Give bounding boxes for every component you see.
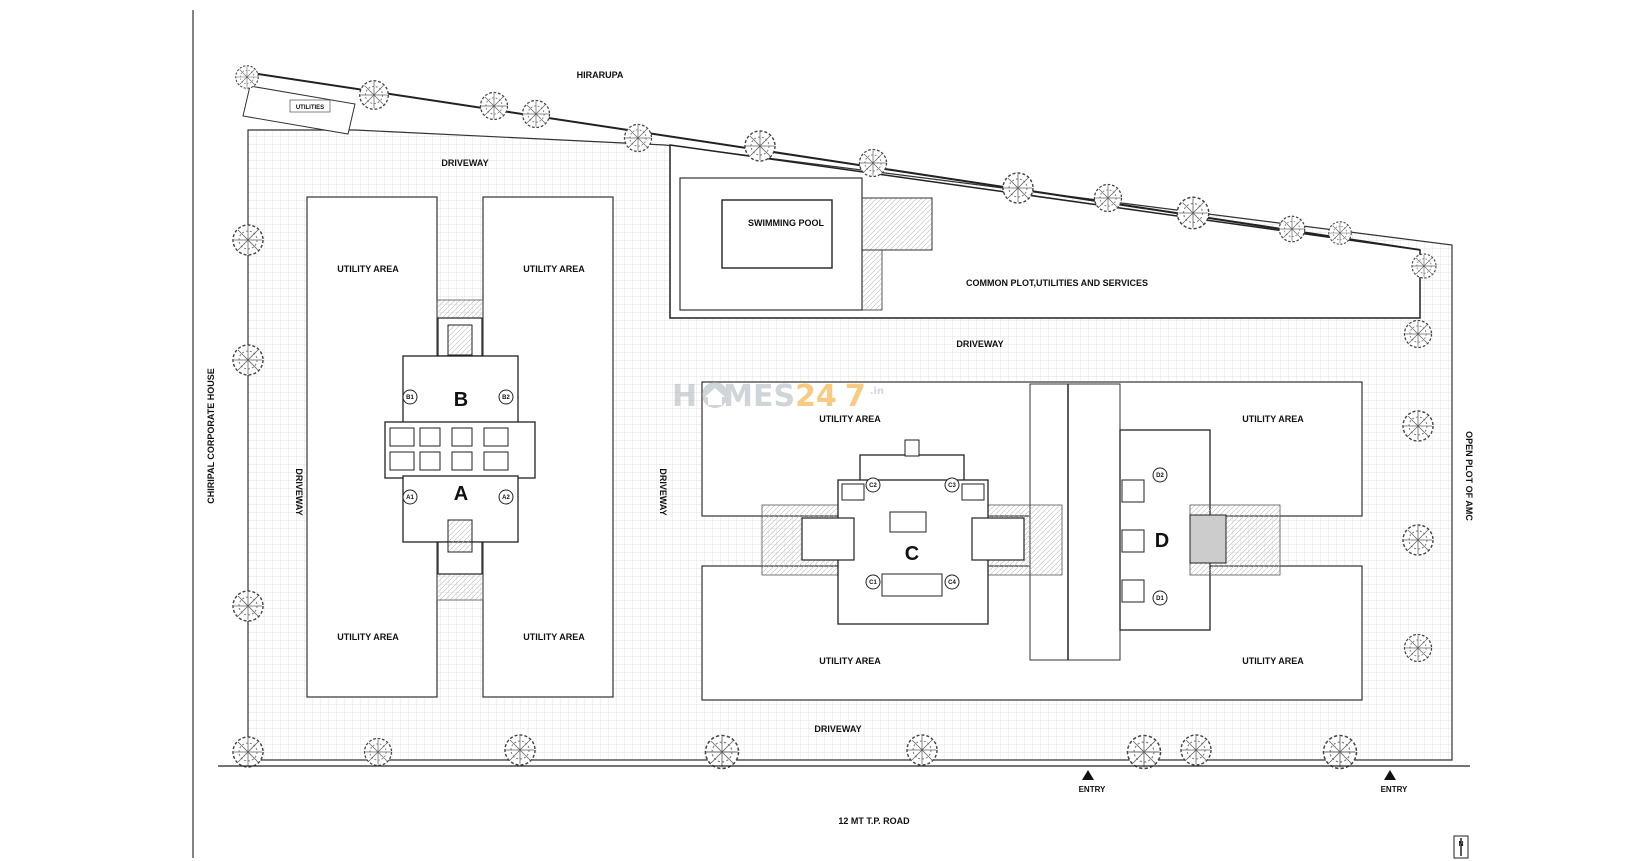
watermark-part1: H bbox=[672, 379, 697, 414]
north-arrow-icon: N bbox=[1453, 835, 1469, 859]
svg-text:A2: A2 bbox=[502, 495, 510, 501]
road-south-label: 12 MT T.P. ROAD bbox=[838, 816, 910, 826]
road-north-label: HIRARUPA bbox=[577, 70, 624, 80]
tower-c bbox=[761, 439, 1063, 625]
swimming-pool bbox=[679, 177, 933, 311]
unit-tag-d1: D1 bbox=[1152, 590, 1168, 606]
svg-text:B1: B1 bbox=[406, 395, 414, 401]
north-boundary-line bbox=[244, 71, 1421, 251]
swimming-pool-label: SWIMMING POOL bbox=[748, 218, 824, 228]
block-b-label: B bbox=[454, 389, 468, 411]
unit-tag-a1: A1 bbox=[402, 489, 418, 505]
common-plot-label: COMMON PLOT,UTILITIES AND SERVICES bbox=[966, 278, 1148, 288]
driveway-label-middle: DRIVEWAY bbox=[956, 339, 1003, 349]
unit-tag-c3: C3 bbox=[944, 477, 960, 493]
svg-text:B2: B2 bbox=[502, 395, 510, 401]
block-c-label: C bbox=[905, 543, 919, 565]
driveway-label-west: DRIVEWAY bbox=[294, 468, 304, 515]
watermark-part3: 24 bbox=[795, 379, 837, 414]
watermark-part2: MES bbox=[723, 379, 795, 414]
utility-area-label-8: UTILITY AREA bbox=[1242, 656, 1304, 666]
utility-area-label-2: UTILITY AREA bbox=[523, 264, 585, 274]
utility-area-label-1: UTILITY AREA bbox=[337, 264, 399, 274]
svg-text:D1: D1 bbox=[1156, 596, 1164, 602]
unit-tags: B1 B2 A1 A2 C2 C3 C1 C4 D2 D1 bbox=[402, 389, 1168, 606]
road-west-label: CHIRIPAL CORPORATE HOUSE bbox=[206, 368, 216, 504]
watermark-part4: 7 bbox=[845, 379, 866, 414]
block-d-label: D bbox=[1155, 530, 1169, 552]
tower-ab-core bbox=[384, 299, 536, 601]
entry-marker-1: ENTRY bbox=[1079, 770, 1106, 794]
house-icon bbox=[702, 382, 728, 408]
utility-area-label-5: UTILITY AREA bbox=[819, 414, 881, 424]
svg-text:C3: C3 bbox=[948, 483, 956, 489]
driveway-label-central: DRIVEWAY bbox=[658, 468, 668, 515]
driveway-label-south: DRIVEWAY bbox=[814, 724, 861, 734]
unit-tag-c2: C2 bbox=[865, 477, 881, 493]
svg-text:D2: D2 bbox=[1156, 473, 1164, 479]
svg-text:C4: C4 bbox=[948, 580, 956, 586]
svg-text:A1: A1 bbox=[406, 495, 414, 501]
unit-tag-a2: A2 bbox=[498, 489, 514, 505]
unit-tag-c1: C1 bbox=[865, 574, 881, 590]
unit-tag-d2: D2 bbox=[1152, 467, 1168, 483]
entry-label-2: ENTRY bbox=[1381, 785, 1408, 794]
svg-text:C1: C1 bbox=[869, 580, 877, 586]
watermark-suffix: .in bbox=[870, 386, 884, 397]
north-arrow-label: N bbox=[1458, 841, 1463, 848]
driveway-label-north: DRIVEWAY bbox=[441, 158, 488, 168]
utility-area-label-6: UTILITY AREA bbox=[1242, 414, 1304, 424]
utility-area-label-3: UTILITY AREA bbox=[337, 632, 399, 642]
utilities-shed: UTILITIES bbox=[242, 85, 356, 135]
utility-area-label-4: UTILITY AREA bbox=[523, 632, 585, 642]
unit-tag-b1: B1 bbox=[402, 389, 418, 405]
road-east-label: OPEN PLOT OF AMC bbox=[1464, 431, 1474, 521]
unit-tag-c4: C4 bbox=[944, 574, 960, 590]
entry-marker-2: ENTRY bbox=[1381, 770, 1408, 794]
svg-text:C2: C2 bbox=[869, 483, 877, 489]
entry-label-1: ENTRY bbox=[1079, 785, 1106, 794]
block-a-label: A bbox=[454, 483, 468, 505]
unit-tag-b2: B2 bbox=[498, 389, 514, 405]
utility-area-label-7: UTILITY AREA bbox=[819, 656, 881, 666]
utilities-shed-label: UTILITIES bbox=[296, 105, 324, 111]
